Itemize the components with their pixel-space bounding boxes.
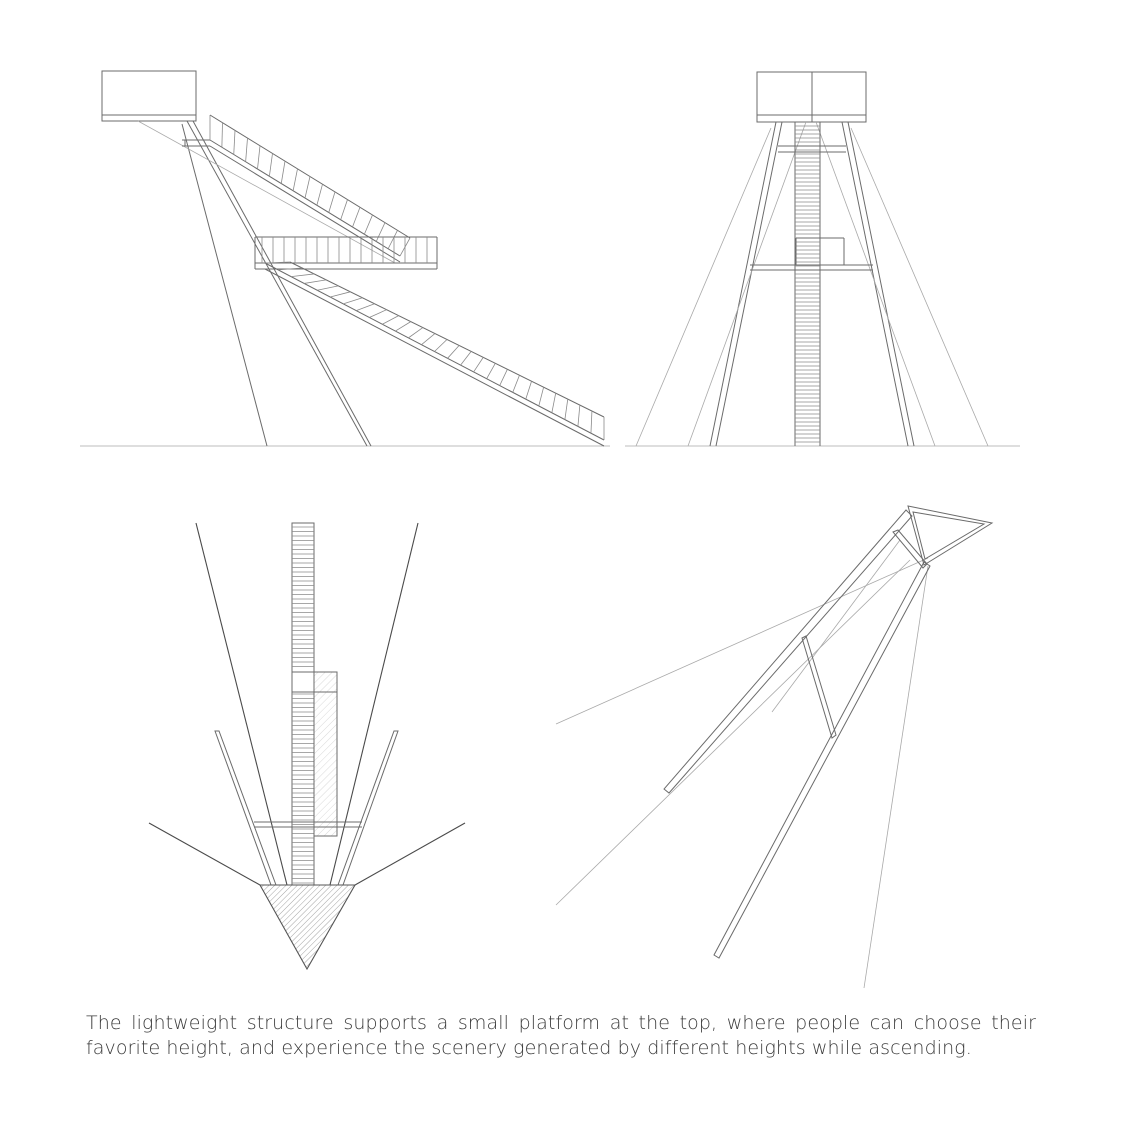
rail-stroke: [395, 321, 411, 332]
support-leg: [841, 121, 909, 447]
support-leg-axon: [713, 561, 931, 959]
rail-stroke: [264, 261, 291, 264]
mid-landing: [750, 237, 873, 271]
rail-stroke: [352, 207, 361, 228]
rail-stroke: [577, 405, 581, 427]
rail-stroke: [499, 369, 508, 386]
rail-stroke: [257, 145, 261, 170]
rail-stroke: [304, 279, 327, 284]
rail-stroke: [317, 285, 339, 291]
support-leg-plan: [337, 730, 399, 886]
upper-stair: [182, 114, 411, 263]
cable-line: [635, 127, 772, 447]
rail-stroke: [221, 122, 223, 148]
support-leg-plan: [214, 730, 277, 886]
rail-stroke: [291, 273, 315, 278]
stair-landing: [254, 236, 438, 270]
cable-line: [195, 522, 288, 886]
rail-stroke: [233, 130, 236, 155]
rail-stroke: [375, 222, 386, 242]
rail-stroke: [343, 297, 363, 305]
rail-stroke: [387, 230, 398, 249]
cable-line: [137, 120, 396, 264]
rail-stroke: [473, 357, 484, 373]
rail-stroke: [551, 393, 557, 413]
plan-view-drawing: [148, 522, 466, 971]
caption-text: The lightweight structure supports a sma…: [86, 1012, 1036, 1059]
rail-stroke: [590, 411, 593, 434]
cable-line: [863, 565, 929, 989]
cable-line: [850, 127, 989, 447]
support-strut: [181, 123, 268, 447]
central-ladder: [794, 122, 821, 446]
cable-line: [329, 522, 419, 886]
rail-stroke: [525, 381, 532, 400]
rail-stroke: [486, 363, 496, 379]
rail-stroke: [434, 339, 448, 352]
rail-stroke: [369, 309, 387, 318]
rail-stroke: [512, 375, 520, 393]
platform-top: [907, 505, 994, 566]
cable-line: [555, 559, 911, 906]
triangular-footing: [259, 884, 356, 971]
rail-stroke: [340, 199, 348, 220]
rail-stroke: [408, 327, 424, 339]
rail-stroke: [316, 184, 323, 206]
rail-stroke: [460, 351, 472, 366]
rail-stroke: [382, 315, 399, 325]
rail-stroke: [421, 333, 436, 346]
rail-stroke: [356, 303, 375, 312]
rail-stroke: [564, 399, 569, 420]
rail-stroke: [328, 191, 336, 213]
lower-stair: [264, 261, 605, 447]
support-strut: [186, 120, 368, 447]
support-leg: [709, 121, 777, 447]
rail-stroke: [245, 138, 248, 162]
rail-stroke: [364, 214, 373, 235]
rail-stroke: [278, 267, 303, 271]
support-leg-axon: [663, 509, 913, 794]
platform-cabin: [101, 70, 197, 122]
rail-stroke: [268, 153, 273, 177]
axonometric-view-drawing: [555, 505, 994, 989]
side-elevation-drawing: [80, 70, 610, 447]
front-elevation-drawing: [625, 71, 1020, 447]
rail-stroke: [280, 161, 286, 184]
rail-stroke: [292, 168, 298, 191]
rail-stroke: [447, 345, 460, 359]
rail-stroke: [330, 291, 351, 298]
rail-stroke: [538, 387, 545, 407]
rail-stroke: [304, 176, 311, 199]
ladder-plan: [291, 522, 315, 886]
